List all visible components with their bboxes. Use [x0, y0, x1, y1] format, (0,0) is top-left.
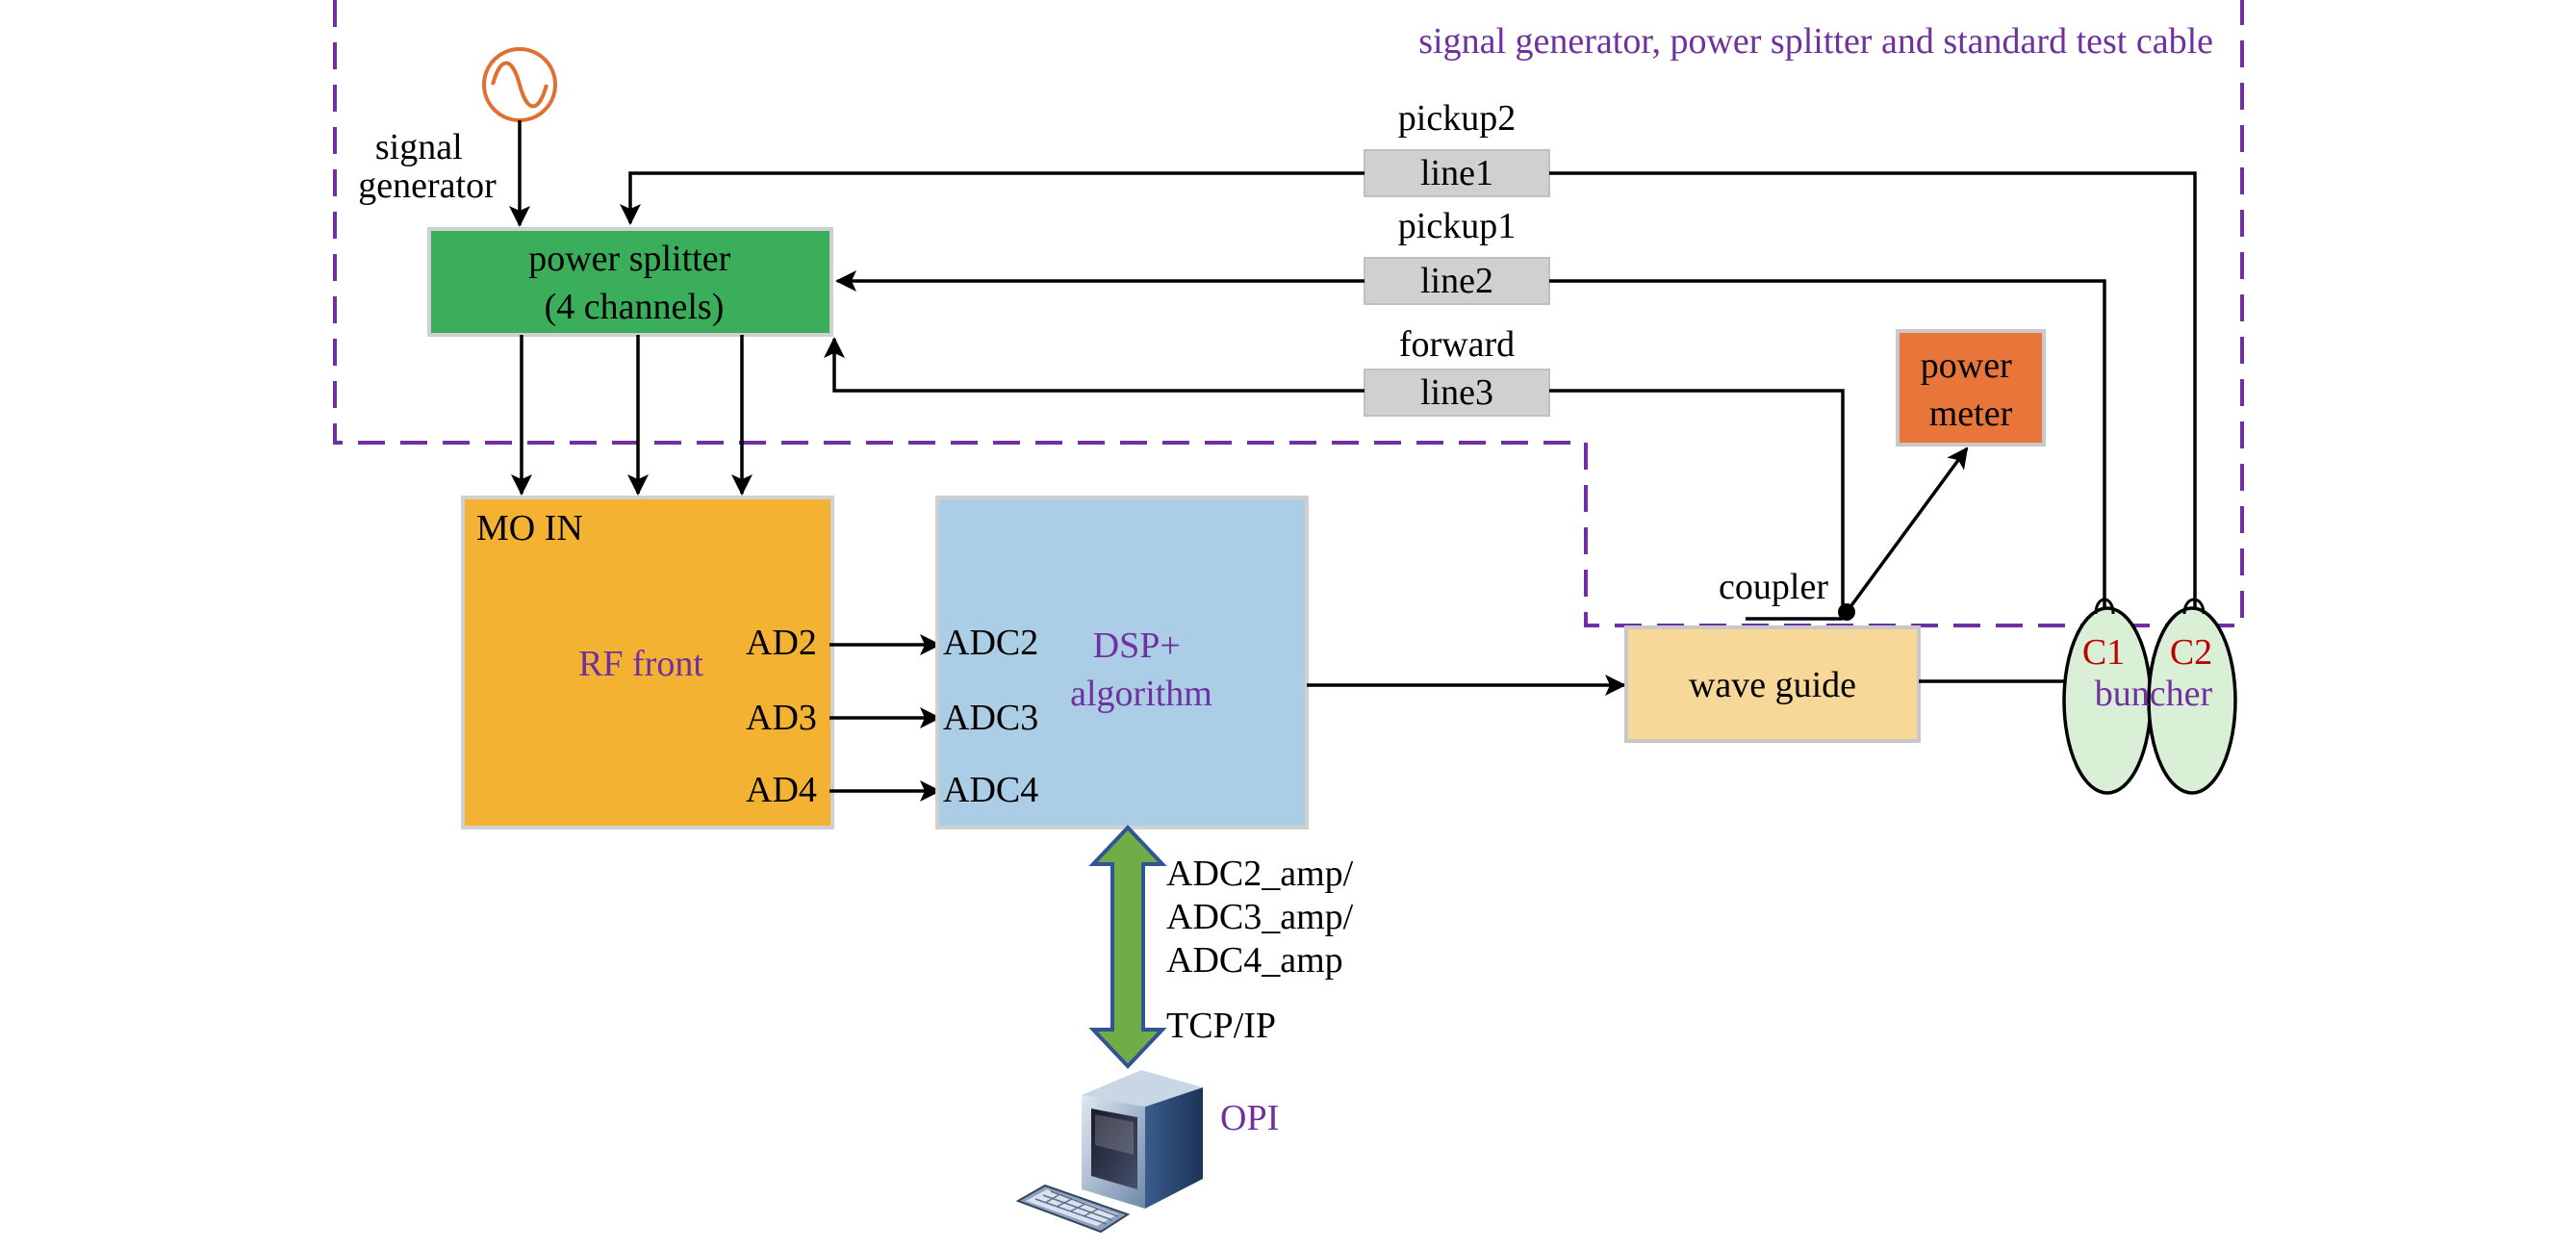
rf-front-box — [461, 496, 834, 829]
power-splitter-label: power splitter (4 channels) — [528, 239, 740, 327]
line3-route-right — [1549, 389, 1845, 612]
rf-front-label: RF front — [578, 644, 703, 684]
signal-generator-label: signal generator — [358, 127, 497, 206]
buncher-cavity-c2 — [2147, 606, 2237, 795]
buncher-label: buncher — [2095, 674, 2213, 714]
line1-route-right — [1549, 171, 2197, 612]
c2-pickup-loop — [2182, 598, 2206, 615]
cable-line2-label: line2 — [1420, 261, 1493, 301]
test-region-label: signal generator, power splitter and sta… — [1418, 21, 2213, 62]
ad3-label: AD3 — [746, 698, 817, 738]
tcp-ip-label: TCP/IP — [1166, 1006, 1276, 1046]
cable-line1-label: line1 — [1420, 153, 1493, 193]
cable-line3-box — [1364, 369, 1550, 417]
cable-line3-label: line3 — [1420, 372, 1493, 413]
power-splitter-box — [427, 227, 833, 337]
dsp-box — [935, 496, 1309, 829]
test-region-border — [333, 0, 2244, 627]
dsp-label: DSP+ algorithm — [1070, 625, 1212, 714]
computer-icon — [1015, 1070, 1203, 1234]
wave-guide-label: wave guide — [1689, 665, 1856, 705]
cable-pickup2-label: pickup2 — [1398, 98, 1516, 139]
adc2-label: ADC2 — [943, 623, 1038, 663]
wave-guide-box — [1624, 625, 1921, 743]
cable-pickup1-label: pickup1 — [1398, 206, 1516, 246]
cable-forward-label: forward — [1399, 324, 1515, 365]
power-meter-box — [1896, 329, 2046, 446]
line3-route-left-arrow — [824, 337, 1365, 393]
line2-route-right — [1549, 279, 2106, 612]
c2-label: C2 — [2170, 632, 2212, 673]
c1-pickup-loop — [2094, 598, 2115, 615]
cable-line2-box — [1364, 257, 1550, 305]
ad4-label: AD4 — [746, 770, 817, 810]
power-meter-label: power meter — [1921, 345, 2021, 434]
coupler-to-power-meter-arrow — [1848, 446, 1969, 610]
c1-label: C1 — [2082, 632, 2125, 673]
adc4-label: ADC4 — [943, 770, 1038, 810]
link-data-label: ADC2_amp/ ADC3_amp/ ADC4_amp — [1166, 854, 1363, 981]
line1-route-left-arrow — [620, 171, 1365, 225]
signal-generator-icon — [482, 47, 557, 122]
ad2-label: AD2 — [746, 623, 817, 663]
coupler-label: coupler — [1719, 567, 1828, 607]
tcp-ip-link-arrow — [1088, 825, 1167, 1069]
adc3-label: ADC3 — [943, 698, 1038, 738]
opi-label: OPI — [1220, 1098, 1279, 1138]
mo-in-label: MO IN — [476, 508, 583, 548]
